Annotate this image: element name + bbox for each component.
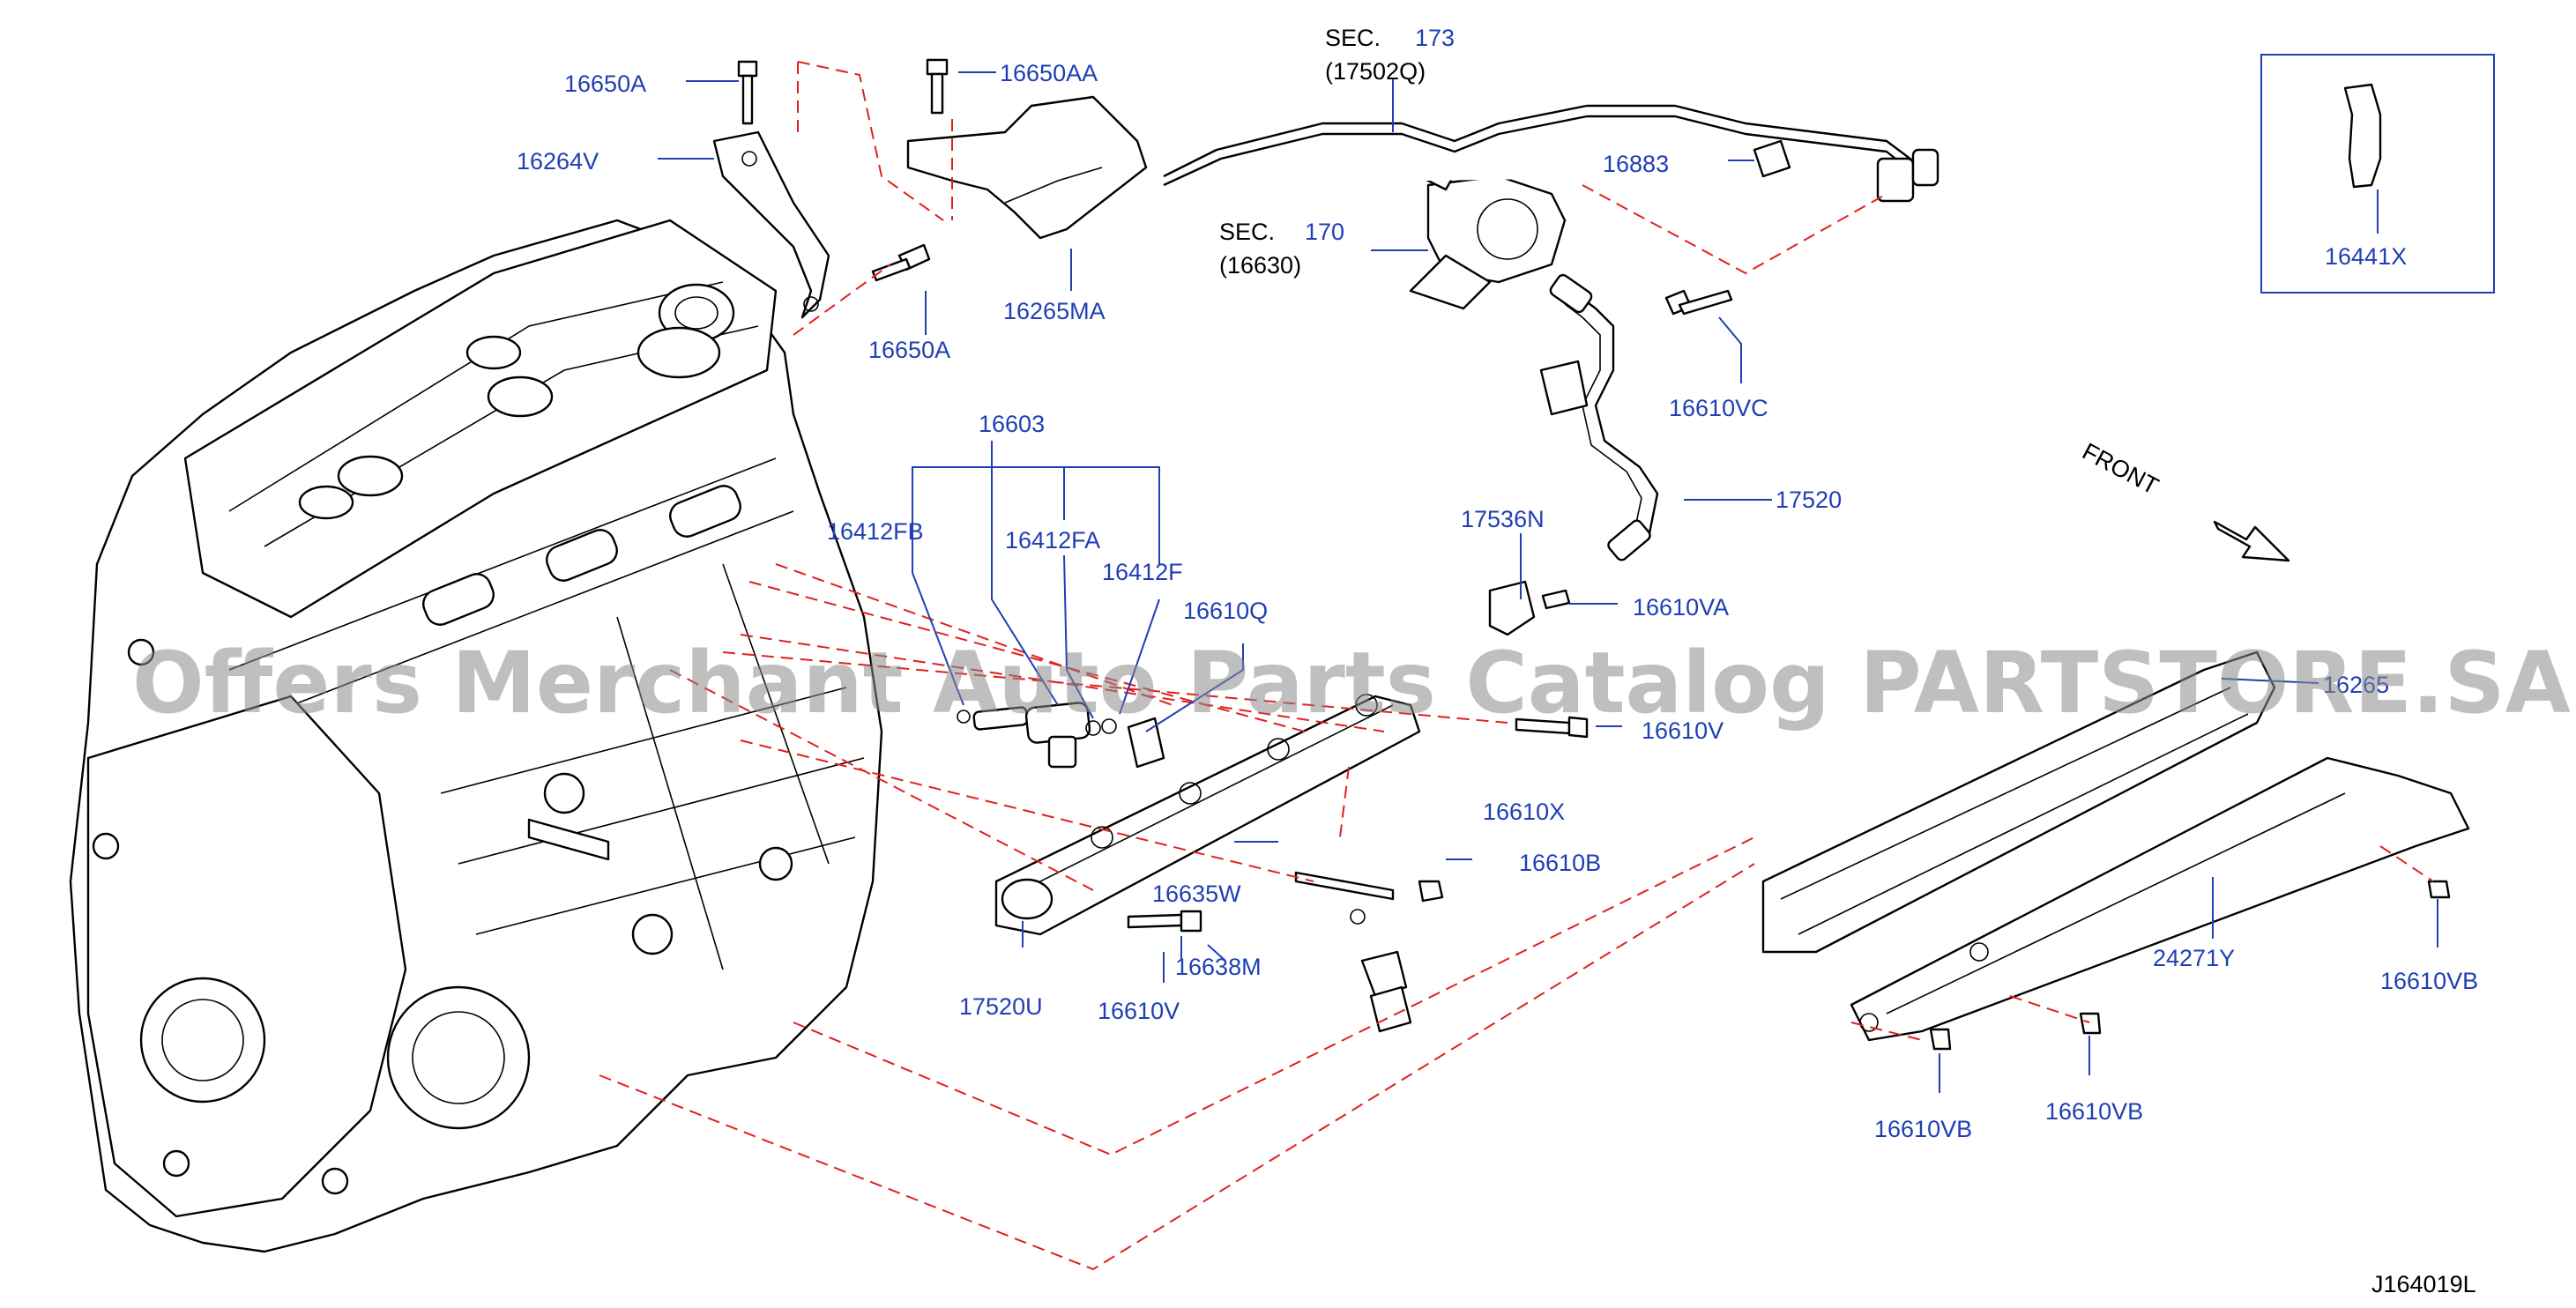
engine-assembly-drawing [69,219,883,1253]
label-16610VC[interactable]: 16610VC [1669,395,1768,421]
label-17520[interactable]: 17520 [1776,487,1842,513]
assembly-alignment-lines [599,61,2434,1271]
label-16610VB-mid[interactable]: 16610VB [2045,1098,2143,1125]
label-16650A-top[interactable]: 16650A [564,71,646,97]
clip-16610Q [1127,717,1165,769]
label-16610X[interactable]: 16610X [1483,799,1565,825]
label-16412FA[interactable]: 16412FA [1005,527,1100,554]
label-16610VA[interactable]: 16610VA [1633,594,1729,621]
nut-16610B [1418,880,1444,903]
label-16883[interactable]: 16883 [1603,151,1669,177]
front-direction-indicator: FRONT [2078,438,2290,562]
bolt-16650A-top [737,60,758,125]
clip-16883 [1753,139,1791,178]
label-16610V-bottom[interactable]: 16610V [1098,998,1180,1024]
label-16441X[interactable]: 16441X [2325,243,2407,270]
label-16610VB-right[interactable]: 16610VB [2380,968,2478,994]
label-16264V[interactable]: 16264V [517,148,599,175]
bolt-16610VA [1541,589,1571,610]
injector-cover-16265MA [906,95,1148,240]
label-16610VB-left[interactable]: 16610VB [1874,1116,1972,1142]
harness-protector-24271Y [1850,756,2470,1042]
label-sec170-ref: (16630) [1219,252,1301,279]
label-sec173-num[interactable]: 173 [1415,25,1455,51]
label-sec170-prefix: SEC. [1219,219,1275,245]
label-16412FB[interactable]: 16412FB [827,518,924,545]
label-sec173-prefix: SEC. [1325,25,1381,51]
bolt-16610VC [1664,289,1733,316]
label-sec173-ref: (17502Q) [1325,58,1426,85]
bolts-16610VB [1929,880,2451,1051]
injector-16603 [957,702,1117,769]
fuel-tube-17520 [1539,273,1659,561]
front-arrow-icon [2213,520,2290,562]
label-16610B[interactable]: 16610B [1519,850,1601,876]
bolt-16610V-right [1515,716,1589,739]
part-labels: 16650A 16650AA 16264V 16650A 16265MA SEC… [517,25,2478,1142]
stud-16610X [1294,871,1395,901]
bracket-17536N [1488,580,1536,636]
label-16265MA[interactable]: 16265MA [1003,298,1106,324]
label-16650A-mid[interactable]: 16650A [868,337,950,363]
label-16610Q[interactable]: 16610Q [1183,598,1268,624]
label-sec170-num[interactable]: 170 [1305,219,1344,245]
label-24271Y[interactable]: 24271Y [2153,945,2235,971]
label-17520U[interactable]: 17520U [959,993,1043,1020]
bolt-16635W [1127,910,1202,933]
engine-hanger-bracket [712,130,830,319]
bolt-16650AA [926,58,949,115]
front-label: FRONT [2078,438,2163,500]
label-16603[interactable]: 16603 [979,411,1045,437]
label-16412F[interactable]: 16412F [1102,559,1183,585]
fuel-feed-tube-sec173 [1163,104,1939,203]
label-17536N[interactable]: 17536N [1461,506,1545,532]
fuel-rail-17520U [994,694,1421,936]
leader-lines [658,71,2438,1093]
diagram-ref-code: J164019L [2371,1271,2476,1297]
label-16635W[interactable]: 16635W [1152,881,1241,907]
pressure-sensor-16638M [1350,909,1412,1033]
clip-16441X [2260,54,2495,294]
label-16650AA[interactable]: 16650AA [1000,60,1098,86]
bolt-16650A-mid [871,243,931,282]
label-16610V-right[interactable]: 16610V [1642,717,1724,744]
injector-cover-16265 [1761,650,2276,954]
label-16638M[interactable]: 16638M [1175,954,1262,980]
label-16265[interactable]: 16265 [2323,672,2389,698]
watermark-text: Offers Merchant Auto Parts Catalog PARTS… [132,634,2571,732]
